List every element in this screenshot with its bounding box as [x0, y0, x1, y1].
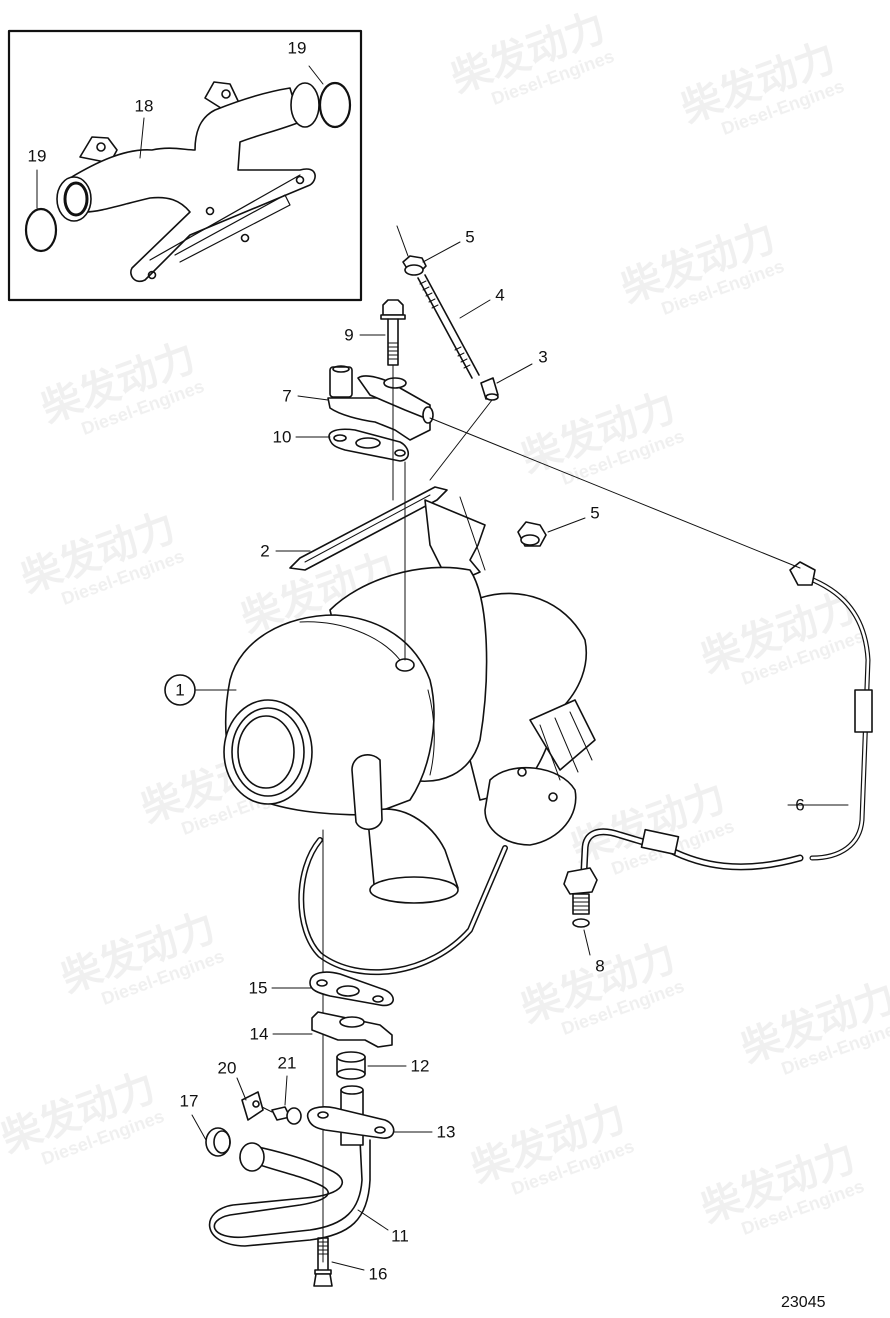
callout-circle-1 — [164, 674, 196, 706]
callout-15: 15 — [248, 978, 268, 998]
callout-2: 2 — [260, 541, 270, 561]
turbo-gasket-part-2 — [289, 486, 448, 571]
bracket-part-20 — [241, 1091, 264, 1121]
oil-pipe-part-6 — [563, 561, 873, 915]
nut-part-5-top — [402, 255, 427, 276]
callout-21: 21 — [277, 1053, 297, 1073]
spacer-part-3 — [480, 377, 499, 401]
bolt-part-21 — [261, 1106, 302, 1125]
callout-9: 9 — [344, 325, 354, 345]
callout-16: 16 — [368, 1264, 388, 1284]
callout-11: 11 — [391, 1226, 409, 1246]
gasket-part-10 — [328, 428, 410, 462]
callout-5-right: 5 — [590, 503, 600, 523]
oil-fitting-part-7 — [327, 365, 434, 441]
callout-18: 18 — [134, 96, 154, 116]
callout-20: 20 — [217, 1058, 237, 1078]
callout-10: 10 — [272, 427, 292, 447]
callout-12: 12 — [410, 1056, 430, 1076]
callout-4: 4 — [495, 285, 505, 305]
o-ring-part-19 — [24, 207, 58, 253]
bolt-part-16 — [313, 1237, 333, 1287]
callout-14: 14 — [249, 1024, 269, 1044]
nut-part-5-right — [517, 521, 547, 547]
stud-part-4 — [417, 274, 480, 379]
callout-3: 3 — [538, 347, 548, 367]
inset-box — [7, 29, 363, 302]
callout-13: 13 — [436, 1122, 456, 1142]
callout-6: 6 — [795, 795, 805, 815]
callout-5-top: 5 — [465, 227, 475, 247]
o-ring-part-19 — [318, 81, 352, 129]
bolt-part-9 — [380, 299, 406, 366]
leader-lines — [191, 225, 849, 1271]
clamp-part-14 — [311, 1011, 393, 1048]
oil-return-pipe-part-11 — [208, 1085, 395, 1247]
callout-1: 1 — [175, 680, 185, 700]
washer-part-8 — [572, 918, 590, 928]
gasket-part-15 — [309, 971, 394, 1007]
callout-7: 7 — [282, 386, 292, 406]
seal-part-17 — [205, 1127, 231, 1157]
drawing-number: 23045 — [781, 1294, 826, 1311]
coolant-pipe-part-18 — [56, 81, 320, 283]
callout-19-right: 19 — [287, 38, 307, 58]
seal-part-12 — [336, 1051, 366, 1080]
turbocharger-part-1 — [223, 499, 596, 904]
callout-17: 17 — [179, 1091, 199, 1111]
callout-8: 8 — [595, 956, 605, 976]
callout-19-left: 19 — [27, 146, 47, 166]
